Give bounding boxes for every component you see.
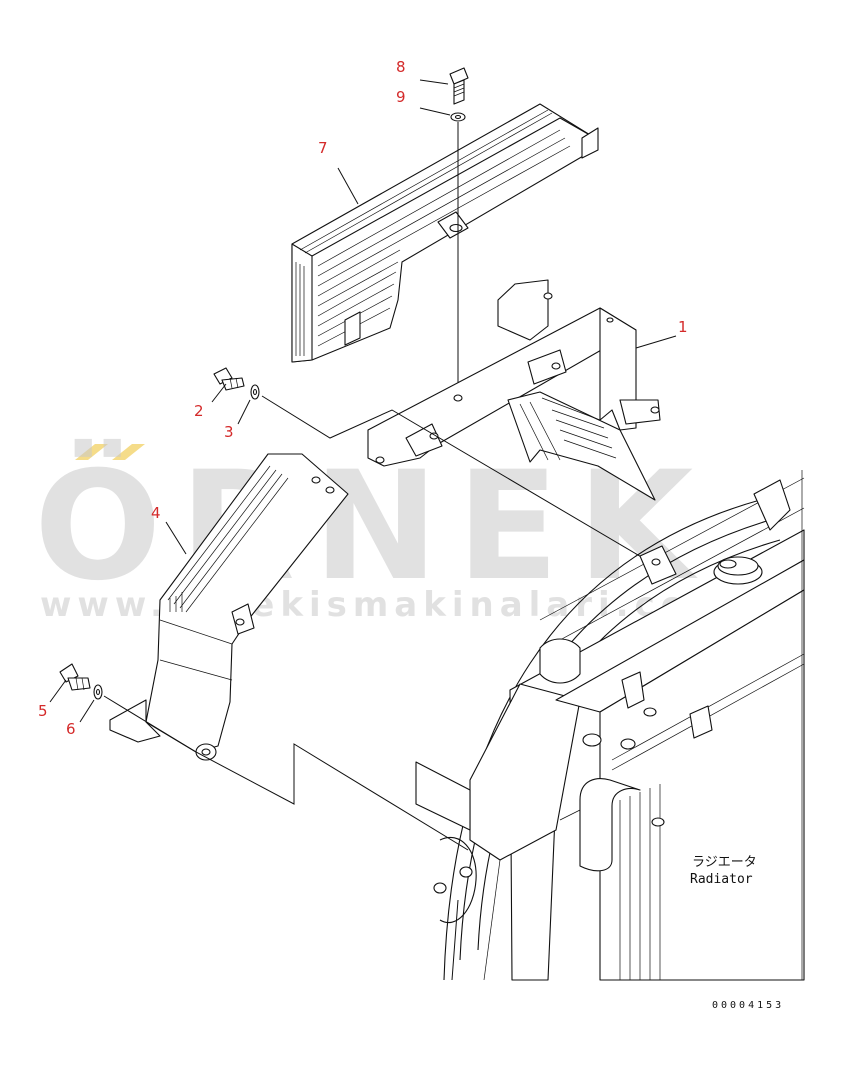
assembly-line-bolt-5 [103, 695, 469, 851]
bolt-5 [59, 663, 91, 691]
callout-leaders [49, 79, 677, 723]
drawing-code: 00004153 [712, 1000, 784, 1011]
watermark-accent-right [112, 444, 145, 460]
radiator-label-japanese: ラジエータ [692, 855, 757, 870]
callout-6: 6 [66, 720, 76, 738]
callout-9: 9 [396, 88, 406, 106]
watermark-accent-left [75, 444, 108, 460]
watermark-brand: ÖRNEK [34, 438, 711, 614]
callouts: 8 9 7 1 2 3 4 5 6 [38, 58, 688, 738]
bolt-8 [449, 67, 469, 105]
callout-1: 1 [678, 318, 688, 336]
part-1-slats [519, 397, 617, 461]
callout-4: 4 [151, 504, 161, 522]
part-4-fins [159, 465, 289, 681]
part-7-upper-shroud [291, 103, 599, 363]
washer-3 [250, 384, 260, 400]
callout-8: 8 [396, 58, 406, 76]
washer-6 [93, 684, 103, 700]
callout-3: 3 [224, 423, 234, 441]
part-1-bracket [367, 279, 661, 501]
assembly-line-bolt-2 [261, 395, 661, 569]
radiator-assembly [415, 470, 805, 981]
callout-5: 5 [38, 702, 48, 720]
callout-2: 2 [194, 402, 204, 420]
callout-7: 7 [318, 139, 328, 157]
washer-9 [450, 112, 466, 122]
bolt-2 [213, 367, 245, 391]
radiator-label-english: Radiator [690, 872, 753, 887]
